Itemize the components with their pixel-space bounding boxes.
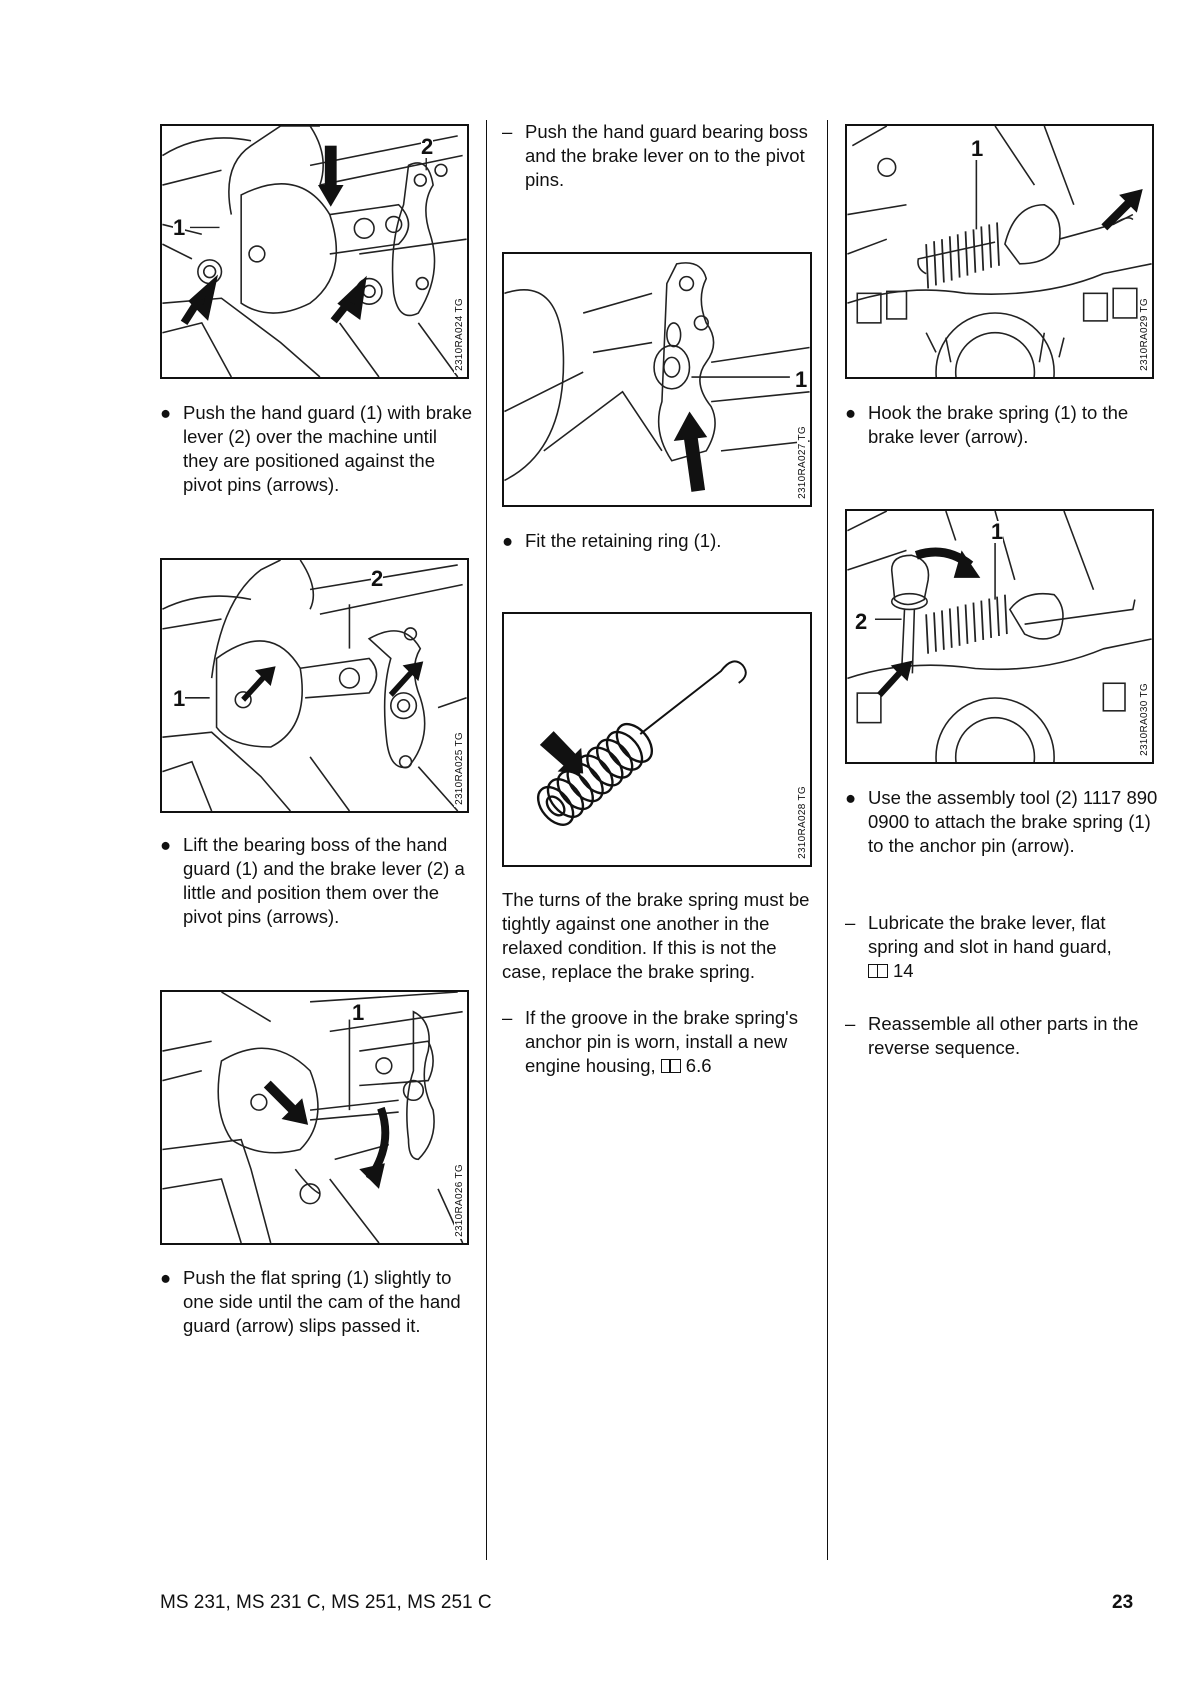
figure-retaining-ring: 1 2310RA027 TG [502, 252, 812, 507]
step-text: Push the flat spring (1) slightly to one… [183, 1267, 461, 1336]
figure-callout: 1 [173, 215, 186, 240]
book-reference-icon [660, 1059, 681, 1073]
instruction-dash: – Lubricate the brake lever, flat spring… [845, 911, 1159, 983]
bullet-icon: ● [160, 402, 172, 423]
dash-icon: – [845, 912, 856, 933]
figure-callout: 1 [795, 367, 808, 392]
footer-models: MS 231, MS 231 C, MS 251, MS 251 C [160, 1592, 492, 1613]
instruction-step: ● Fit the retaining ring (1). [502, 529, 816, 553]
note-paragraph: The turns of the brake spring must be ti… [502, 889, 810, 982]
figure-code: 2310RA029 TG [1139, 296, 1150, 373]
illustration-brake-spring [536, 660, 747, 826]
figure-callout: 1 [991, 519, 1004, 544]
dash-text: Reassemble all other parts in the revers… [868, 1013, 1139, 1058]
figure-callout: 2 [421, 134, 434, 159]
figure-callout: 1 [971, 136, 984, 161]
step-text: Use the assembly tool (2) 1117 890 0900 … [868, 787, 1158, 856]
figure-bearing-boss: 2 1 2310RA025 TG [160, 558, 469, 813]
page-number: 23 [1112, 1592, 1134, 1613]
illustration-retaining-ring [504, 262, 810, 492]
dash-icon: – [502, 1007, 513, 1028]
figure-flat-spring: 1 2310RA026 TG [160, 990, 469, 1245]
dash-icon: – [502, 121, 513, 142]
dash-text: If the groove in the brake spring's anch… [525, 1007, 798, 1076]
reference-number: 14 [893, 960, 914, 981]
illustration-flat-spring [162, 992, 464, 1243]
instruction-dash: – If the groove in the brake spring's an… [502, 1006, 816, 1078]
figure-code: 2310RA025 TG [454, 730, 465, 807]
bullet-icon: ● [845, 787, 857, 808]
dash-icon: – [845, 1013, 856, 1034]
bullet-icon: ● [845, 402, 857, 423]
instruction-dash: – Reassemble all other parts in the reve… [845, 1012, 1159, 1060]
figure-callout: 1 [352, 1000, 365, 1025]
step-text: Lift the bearing boss of the hand guard … [183, 834, 465, 927]
figure-callout: 2 [371, 566, 384, 591]
step-text: Hook the brake spring (1) to the brake l… [868, 402, 1129, 447]
figure-code: 2310RA030 TG [1139, 681, 1150, 758]
step-text: Fit the retaining ring (1). [525, 530, 722, 551]
illustration-assembly-tool [847, 511, 1152, 762]
instruction-step: ● Lift the bearing boss of the hand guar… [160, 833, 474, 929]
column-divider-right [827, 120, 828, 1560]
instruction-step: ● Use the assembly tool (2) 1117 890 090… [845, 786, 1159, 858]
figure-callout: 2 [855, 609, 868, 634]
figure-hook-spring: 1 2310RA029 TG [845, 124, 1154, 379]
bullet-icon: ● [160, 834, 172, 855]
illustration-bearing-boss [162, 560, 467, 811]
figure-code: 2310RA024 TG [454, 296, 465, 373]
figure-code: 2310RA026 TG [454, 1162, 465, 1239]
column-divider-left [486, 120, 487, 1560]
dash-text: Lubricate the brake lever, flat spring a… [868, 912, 1112, 957]
illustration-hand-guard [162, 126, 467, 377]
instruction-step: ● Push the flat spring (1) slightly to o… [160, 1266, 474, 1338]
book-reference-icon [868, 964, 888, 978]
figure-code: 2310RA027 TG [797, 424, 808, 501]
bullet-icon: ● [160, 1267, 172, 1288]
figure-callout: 1 [173, 686, 186, 711]
step-text: Push the hand guard (1) with brake lever… [183, 402, 472, 495]
instruction-step: ● Push the hand guard (1) with brake lev… [160, 401, 474, 497]
figure-brake-spring: 2310RA028 TG [502, 612, 812, 867]
figure-code: 2310RA028 TG [797, 784, 808, 861]
instruction-step: ● Hook the brake spring (1) to the brake… [845, 401, 1159, 449]
figure-assembly-tool: 1 2 2310RA030 TG [845, 509, 1154, 764]
reference-number: 6.6 [685, 1055, 712, 1076]
illustration-hook-spring [847, 126, 1152, 377]
bullet-icon: ● [502, 530, 514, 551]
instruction-dash: – Push the hand guard bearing boss and t… [502, 120, 812, 192]
figure-hand-guard-pivot-pins: 2 1 2310RA024 TG [160, 124, 469, 379]
dash-text: Push the hand guard bearing boss and the… [525, 121, 808, 190]
